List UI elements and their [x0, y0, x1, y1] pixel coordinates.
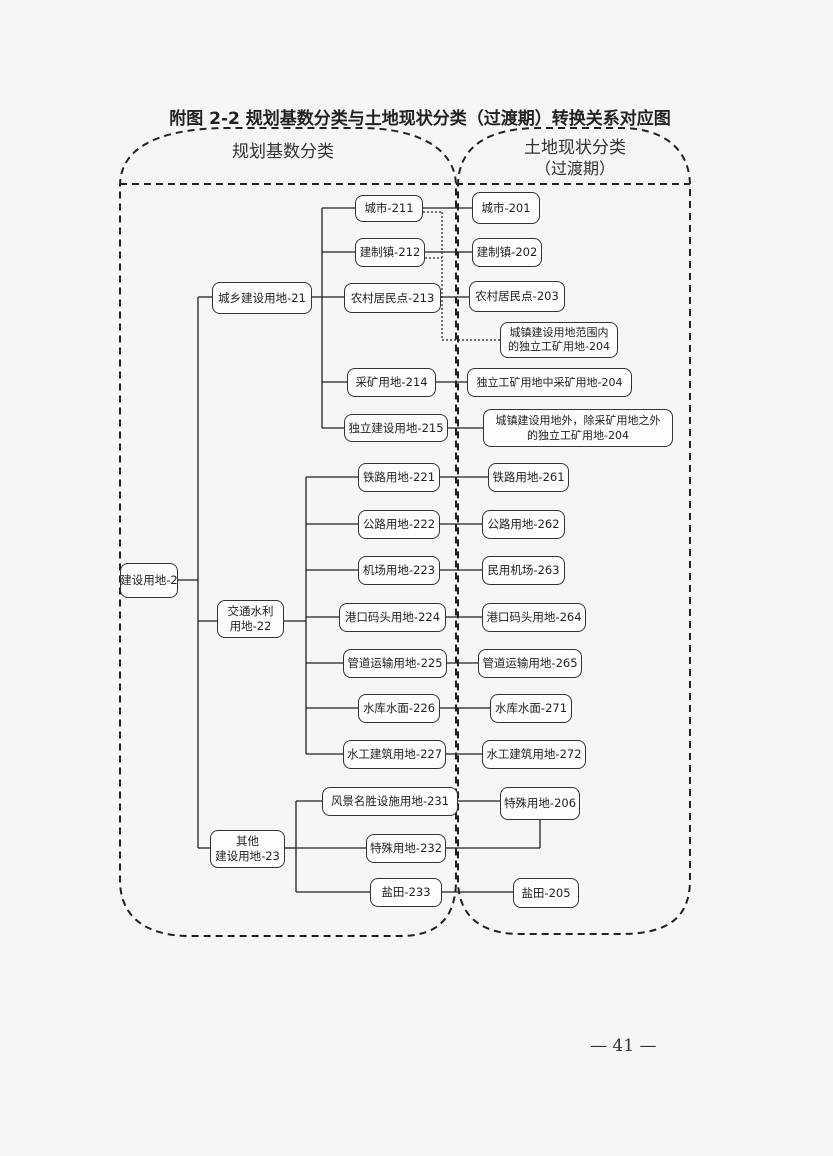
page-number: — 41 — [590, 1036, 657, 1056]
node-r271: 水库水面-271 [490, 694, 572, 723]
right-group-outline [457, 127, 691, 935]
node-r206: 特殊用地-206 [500, 787, 580, 820]
node-233: 盐田-233 [370, 878, 442, 907]
node-r272: 水工建筑用地-272 [482, 740, 586, 769]
node-22: 交通水利 用地-22 [217, 600, 284, 638]
node-226: 水库水面-226 [358, 694, 440, 723]
node-r263: 民用机场-263 [482, 556, 565, 585]
node-223: 机场用地-223 [358, 556, 440, 585]
node-225: 管道运输用地-225 [343, 649, 447, 678]
node-22-line1: 交通水利 [227, 604, 274, 618]
node-r205: 盐田-205 [513, 878, 579, 908]
node-root-2: 建设用地-2 [120, 563, 178, 598]
node-232: 特殊用地-232 [366, 834, 446, 863]
node-r201: 城市-201 [472, 192, 540, 224]
figure-title: 附图 2-2 规划基数分类与土地现状分类（过渡期）转换关系对应图 [169, 109, 671, 129]
right-group-title: 土地现状分类 [524, 138, 626, 158]
node-212: 建制镇-212 [355, 238, 425, 267]
node-23-line1: 其他 [236, 834, 259, 848]
right-group-subtitle: （过渡期） [534, 159, 615, 178]
node-r202: 建制镇-202 [472, 238, 542, 267]
node-r204-outside-line1: 城镇建设用地外，除采矿用地之外 [495, 414, 661, 427]
node-r265: 管道运输用地-265 [478, 649, 582, 678]
node-23: 其他 建设用地-23 [210, 830, 285, 868]
node-r204-inside: 城镇建设用地范围内 的独立工矿用地-204 [500, 322, 618, 358]
node-224: 港口码头用地-224 [339, 603, 446, 632]
node-r204-mining: 独立工矿用地中采矿用地-204 [467, 368, 632, 397]
node-r204-outside: 城镇建设用地外，除采矿用地之外 的独立工矿用地-204 [483, 409, 673, 447]
node-r261: 铁路用地-261 [488, 463, 569, 492]
node-r264: 港口码头用地-264 [482, 603, 586, 632]
node-215: 独立建设用地-215 [344, 414, 448, 442]
left-group-title: 规划基数分类 [232, 142, 334, 162]
node-r204-inside-line1: 城镇建设用地范围内 [509, 326, 609, 339]
node-r203: 农村居民点-203 [469, 281, 565, 312]
node-211: 城市-211 [355, 195, 423, 222]
node-r204-outside-line2: 的独立工矿用地-204 [527, 429, 629, 442]
left-group-outline [119, 127, 457, 937]
node-214: 采矿用地-214 [347, 368, 436, 397]
node-23-line2: 建设用地-23 [215, 849, 280, 863]
node-231: 风景名胜设施用地-231 [322, 787, 458, 816]
node-213: 农村居民点-213 [344, 283, 441, 313]
node-22-line2: 用地-22 [229, 619, 272, 633]
node-227: 水工建筑用地-227 [343, 740, 446, 769]
node-21: 城乡建设用地-21 [212, 282, 312, 314]
node-222: 公路用地-222 [358, 510, 440, 539]
node-221: 铁路用地-221 [358, 463, 440, 492]
node-r262: 公路用地-262 [482, 510, 565, 539]
node-r204-inside-line2: 的独立工矿用地-204 [508, 340, 610, 353]
